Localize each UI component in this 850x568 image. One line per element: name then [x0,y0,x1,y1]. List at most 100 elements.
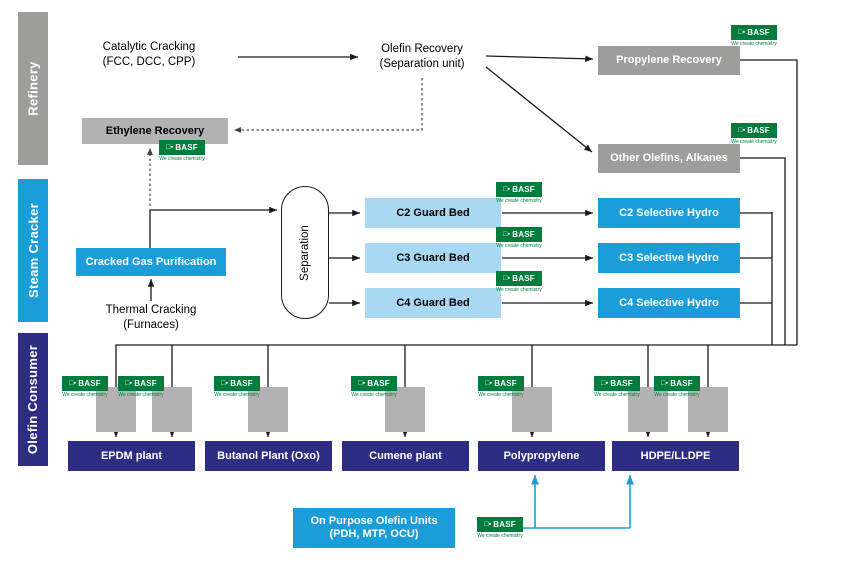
basf-wordmark: BASF [134,379,157,388]
basf-logo-bar: □▪BASF [496,182,542,197]
box-on-purpose-olefin-units: On Purpose Olefin Units (PDH, MTP, OCU) [293,508,455,548]
separation-column: Separation [281,186,329,319]
box-ethylene-recovery: Ethylene Recovery [82,118,228,144]
basf-squares-icon: □▪ [738,29,746,36]
basf-tagline: We create chemistry [351,392,397,398]
box-c4-selective-hydro: C4 Selective Hydro [598,288,740,318]
box-propylene-recovery: Propylene Recovery [598,46,740,75]
basf-logo-bar: □▪BASF [731,25,777,40]
basf-logo-bar: □▪BASF [478,376,524,391]
adsorbent-unit-box [688,387,728,432]
olefin-recovery-line2: (Separation unit) [379,57,465,70]
basf-logo: □▪BASF We create chemistry [496,271,542,293]
basf-wordmark: BASF [512,185,535,194]
basf-squares-icon: □▪ [166,144,174,151]
basf-squares-icon: □▪ [358,380,366,387]
basf-wordmark: BASF [175,143,198,152]
basf-tagline: We create chemistry [654,392,700,398]
basf-logo: □▪BASF We create chemistry [654,376,700,398]
adsorbent-unit-box [512,387,552,432]
catalytic-cracking-line1: Catalytic Cracking [102,41,196,53]
basf-logo-bar: □▪BASF [594,376,640,391]
basf-logo: □▪BASF We create chemistry [62,376,108,398]
basf-logo: □▪BASF We create chemistry [731,123,777,145]
basf-squares-icon: □▪ [503,231,511,238]
text-catalytic-cracking: Catalytic Cracking (FCC, DCC, CPP) [78,40,220,70]
basf-tagline: We create chemistry [118,392,164,398]
basf-logo: □▪BASF We create chemistry [477,517,523,539]
basf-tagline: We create chemistry [496,287,542,293]
on-purpose-line2: (PDH, MTP, OCU) [329,528,419,540]
on-purpose-line1: On Purpose Olefin Units [310,515,438,528]
basf-logo-bar: □▪BASF [214,376,260,391]
text-olefin-recovery: Olefin Recovery (Separation unit) [352,42,492,72]
basf-logo-bar: □▪BASF [731,123,777,138]
basf-logo: □▪BASF We create chemistry [496,227,542,249]
basf-wordmark: BASF [610,379,633,388]
thermal-cracking-line2: (Furnaces) [123,318,179,331]
adsorbent-unit-box [628,387,668,432]
basf-tagline: We create chemistry [62,392,108,398]
basf-squares-icon: □▪ [601,380,609,387]
box-c2-guard-bed: C2 Guard Bed [365,198,501,228]
basf-squares-icon: □▪ [485,380,493,387]
section-label-steam-cracker-text: Steam Cracker [25,203,41,298]
separation-column-label: Separation [299,224,311,281]
basf-logo: □▪BASF We create chemistry [214,376,260,398]
box-other-olefins-alkanes: Other Olefins, Alkanes [598,144,740,173]
thermal-cracking-line1: Thermal Cracking [105,304,197,316]
basf-squares-icon: □▪ [484,521,492,528]
basf-wordmark: BASF [367,379,390,388]
basf-squares-icon: □▪ [503,275,511,282]
adsorbent-unit-box [96,387,136,432]
basf-tagline: We create chemistry [731,139,777,145]
basf-logo: □▪BASF We create chemistry [478,376,524,398]
basf-logo: □▪BASF We create chemistry [594,376,640,398]
basf-logo: □▪BASF We create chemistry [351,376,397,398]
box-cumene-plant: Cumene plant [342,441,469,471]
box-c4-guard-bed: C4 Guard Bed [365,288,501,318]
basf-squares-icon: □▪ [661,380,669,387]
adsorbent-unit-box [385,387,425,432]
basf-logo-bar: □▪BASF [654,376,700,391]
catalytic-cracking-line2: (FCC, DCC, CPP) [102,55,196,68]
olefin-recovery-line1: Olefin Recovery [381,43,463,55]
basf-tagline: We create chemistry [731,41,777,47]
basf-tagline: We create chemistry [496,198,542,204]
box-c3-guard-bed: C3 Guard Bed [365,243,501,273]
basf-logo: □▪BASF We create chemistry [159,140,205,162]
section-label-olefin-consumer: Olefin Consumer [18,333,48,466]
basf-tagline: We create chemistry [496,243,542,249]
basf-logo-bar: □▪BASF [496,227,542,242]
basf-squares-icon: □▪ [69,380,77,387]
basf-squares-icon: □▪ [125,380,133,387]
basf-logo-bar: □▪BASF [477,517,523,532]
basf-wordmark: BASF [512,230,535,239]
box-butanol-plant: Butanol Plant (Oxo) [205,441,332,471]
basf-logo: □▪BASF We create chemistry [496,182,542,204]
basf-wordmark: BASF [78,379,101,388]
basf-tagline: We create chemistry [214,392,260,398]
box-cracked-gas-purification: Cracked Gas Purification [76,248,226,276]
basf-logo-bar: □▪BASF [496,271,542,286]
basf-logo-bar: □▪BASF [351,376,397,391]
box-polypropylene-plant: Polypropylene [478,441,605,471]
basf-tagline: We create chemistry [594,392,640,398]
section-label-olefin-consumer-text: Olefin Consumer [25,344,41,455]
basf-tagline: We create chemistry [159,156,205,162]
box-c3-selective-hydro: C3 Selective Hydro [598,243,740,273]
basf-logo-bar: □▪BASF [159,140,205,155]
basf-logo: □▪BASF We create chemistry [731,25,777,47]
section-label-refinery-text: Refinery [25,61,41,116]
basf-logo: □▪BASF We create chemistry [118,376,164,398]
box-hdpe-lldpe-plant: HDPE/LLDPE [612,441,739,471]
basf-tagline: We create chemistry [477,533,523,539]
basf-wordmark: BASF [747,126,770,135]
basf-wordmark: BASF [512,274,535,283]
basf-wordmark: BASF [230,379,253,388]
basf-squares-icon: □▪ [221,380,229,387]
basf-wordmark: BASF [493,520,516,529]
basf-squares-icon: □▪ [503,186,511,193]
